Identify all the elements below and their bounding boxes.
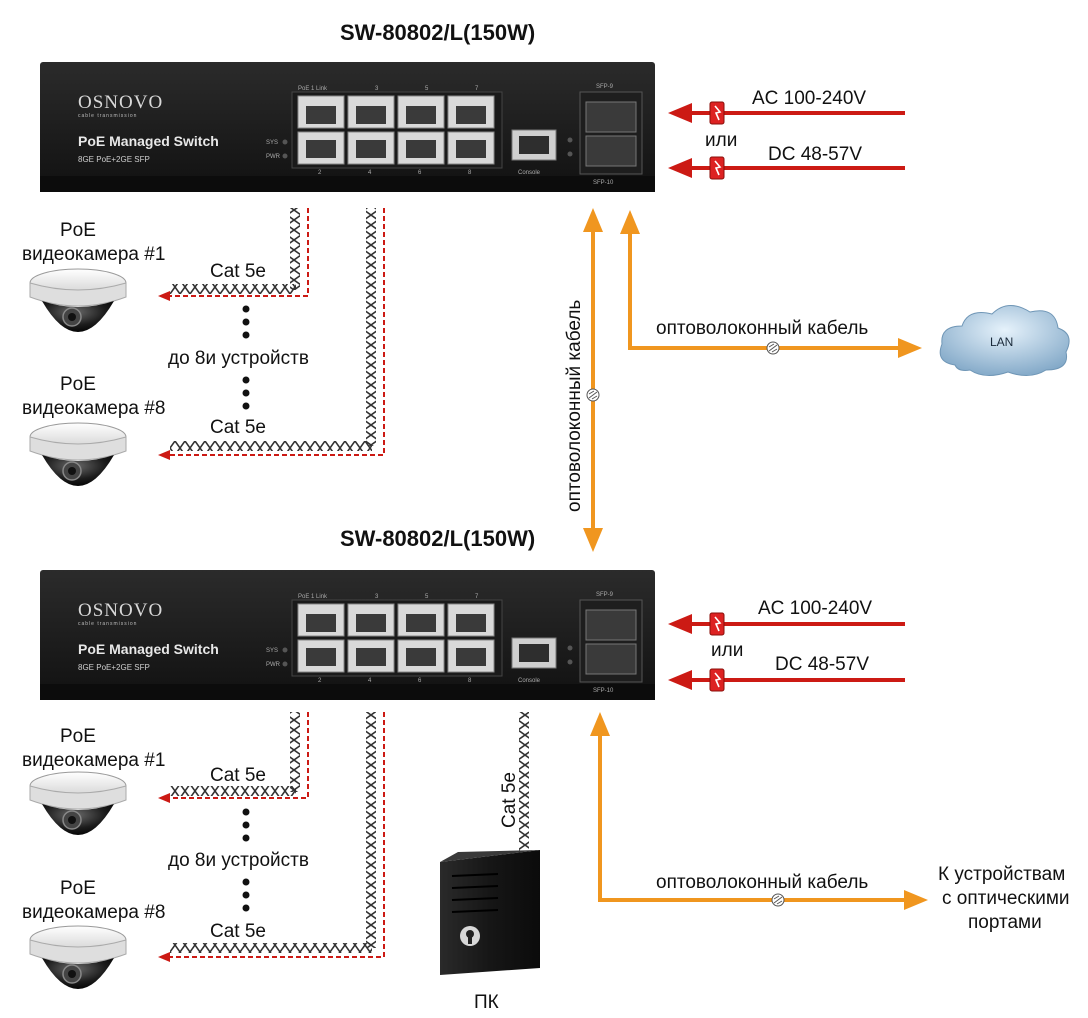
top-switch: OSNOVO cable transmission PoE Managed Sw… (39, 61, 656, 193)
pc-cable-label: Cat 5e (499, 772, 520, 828)
fiber-lan-label: оптоволоконный кабель (656, 318, 868, 339)
bottom-port-label-3: 3 (375, 594, 379, 600)
bottom-camera1-line1: PoE (60, 726, 96, 747)
fiber-vertical-link (583, 208, 603, 552)
top-switch-brand-sub: cable transmission (78, 113, 137, 119)
bottom-power-dc-label: DC 48-57V (775, 654, 869, 675)
bottom-switch-name: PoE Managed Switch (78, 641, 219, 657)
bottom-port-label-6: 6 (418, 678, 422, 684)
top-camera1 (29, 268, 127, 333)
dest-line2: с оптическими (942, 888, 1070, 909)
fiber-vertical-label: оптоволоконный кабель (564, 300, 585, 512)
lan-label: LAN (990, 335, 1013, 349)
bottom-switch-brand-sub: cable transmission (78, 621, 137, 627)
top-camera8 (29, 422, 127, 487)
top-port-label-5: 5 (425, 86, 429, 92)
pc-cable (519, 712, 529, 852)
top-switch-title: SW-80802/L(150W) (340, 20, 535, 45)
top-sys-label: SYS (266, 140, 278, 146)
top-switch-brand: OSNOVO (78, 92, 163, 113)
top-sfp9-label: SFP-9 (596, 84, 614, 90)
top-port-label-4: 4 (368, 170, 372, 176)
bottom-sys-label: SYS (266, 648, 278, 654)
bottom-port-label-1: PoE 1 Link (298, 594, 328, 600)
top-power-ac-line (668, 101, 905, 125)
bottom-dots-lower (242, 878, 250, 912)
top-devices-label: до 8и устройств (168, 348, 309, 369)
top-port-label-7: 7 (475, 86, 479, 92)
top-sfp10-label: SFP-10 (593, 180, 614, 186)
bottom-pwr-label: PWR (266, 662, 281, 668)
bottom-sfp10-label: SFP-10 (593, 688, 614, 694)
top-power-or-label: или (705, 130, 737, 151)
top-switch-desc: 8GE PoE+2GE SFP (78, 155, 150, 164)
bottom-dots-upper (242, 808, 250, 842)
top-dots-lower (242, 376, 250, 410)
bottom-port-label-2: 2 (318, 678, 322, 684)
top-camera8-line2: видеокамера #8 (22, 398, 165, 419)
top-cable-cam1 (158, 208, 309, 301)
top-camera1-line1: PoE (60, 220, 96, 241)
bottom-console-label: Console (518, 678, 541, 684)
top-port-label-3: 3 (375, 86, 379, 92)
top-switch-name: PoE Managed Switch (78, 133, 219, 149)
bottom-power-ac-label: AC 100-240V (758, 598, 872, 619)
dest-line3: портами (968, 912, 1042, 933)
top-power-ac-label: AC 100-240V (752, 88, 866, 109)
top-cable-cam8 (158, 208, 385, 460)
bottom-cable8-label: Cat 5e (210, 921, 266, 942)
bottom-devices-label: до 8и устройств (168, 850, 309, 871)
fiber-to-devices (590, 712, 928, 910)
bottom-camera8-line1: PoE (60, 878, 96, 899)
pc-label: ПК (474, 992, 499, 1013)
top-dots-upper (242, 305, 250, 339)
top-port-label-2: 2 (318, 170, 322, 176)
bottom-cable-cam8 (158, 712, 385, 962)
lan-cloud (939, 305, 1070, 376)
top-console-label: Console (518, 170, 541, 176)
bottom-power-ac-line (668, 612, 905, 636)
top-power-dc-label: DC 48-57V (768, 144, 862, 165)
fiber-to-lan (620, 210, 922, 358)
bottom-port-label-7: 7 (475, 594, 479, 600)
bottom-power-or-label: или (711, 640, 743, 661)
bottom-camera1 (29, 771, 127, 836)
bottom-switch: OSNOVO cable transmission PoE Managed Sw… (39, 569, 656, 701)
bottom-power-dc-line (668, 668, 905, 692)
bottom-sfp9-label: SFP-9 (596, 592, 614, 598)
bottom-switch-title: SW-80802/L(150W) (340, 526, 535, 551)
bottom-port-label-8: 8 (468, 678, 472, 684)
top-port-label-1: PoE 1 Link (298, 86, 328, 92)
dest-line1: К устройствам (938, 864, 1065, 885)
top-camera1-line2: видеокамера #1 (22, 244, 165, 265)
bottom-camera8 (29, 925, 127, 990)
bottom-switch-desc: 8GE PoE+2GE SFP (78, 663, 150, 672)
bottom-port-label-5: 5 (425, 594, 429, 600)
pc-tower-icon (440, 850, 540, 975)
top-cable8-label: Cat 5e (210, 417, 266, 438)
top-port-label-8: 8 (468, 170, 472, 176)
top-power-dc-line (668, 156, 905, 180)
bottom-camera8-line2: видеокамера #8 (22, 902, 165, 923)
top-cable1-label: Cat 5e (210, 261, 266, 282)
top-camera8-line1: PoE (60, 374, 96, 395)
bottom-camera1-line2: видеокамера #1 (22, 750, 165, 771)
bottom-cable-cam1 (158, 712, 309, 803)
fiber-devices-label: оптоволоконный кабель (656, 872, 868, 893)
bottom-switch-brand: OSNOVO (78, 600, 163, 621)
bottom-cable1-label: Cat 5e (210, 765, 266, 786)
bottom-port-label-4: 4 (368, 678, 372, 684)
top-pwr-label: PWR (266, 154, 281, 160)
top-port-label-6: 6 (418, 170, 422, 176)
